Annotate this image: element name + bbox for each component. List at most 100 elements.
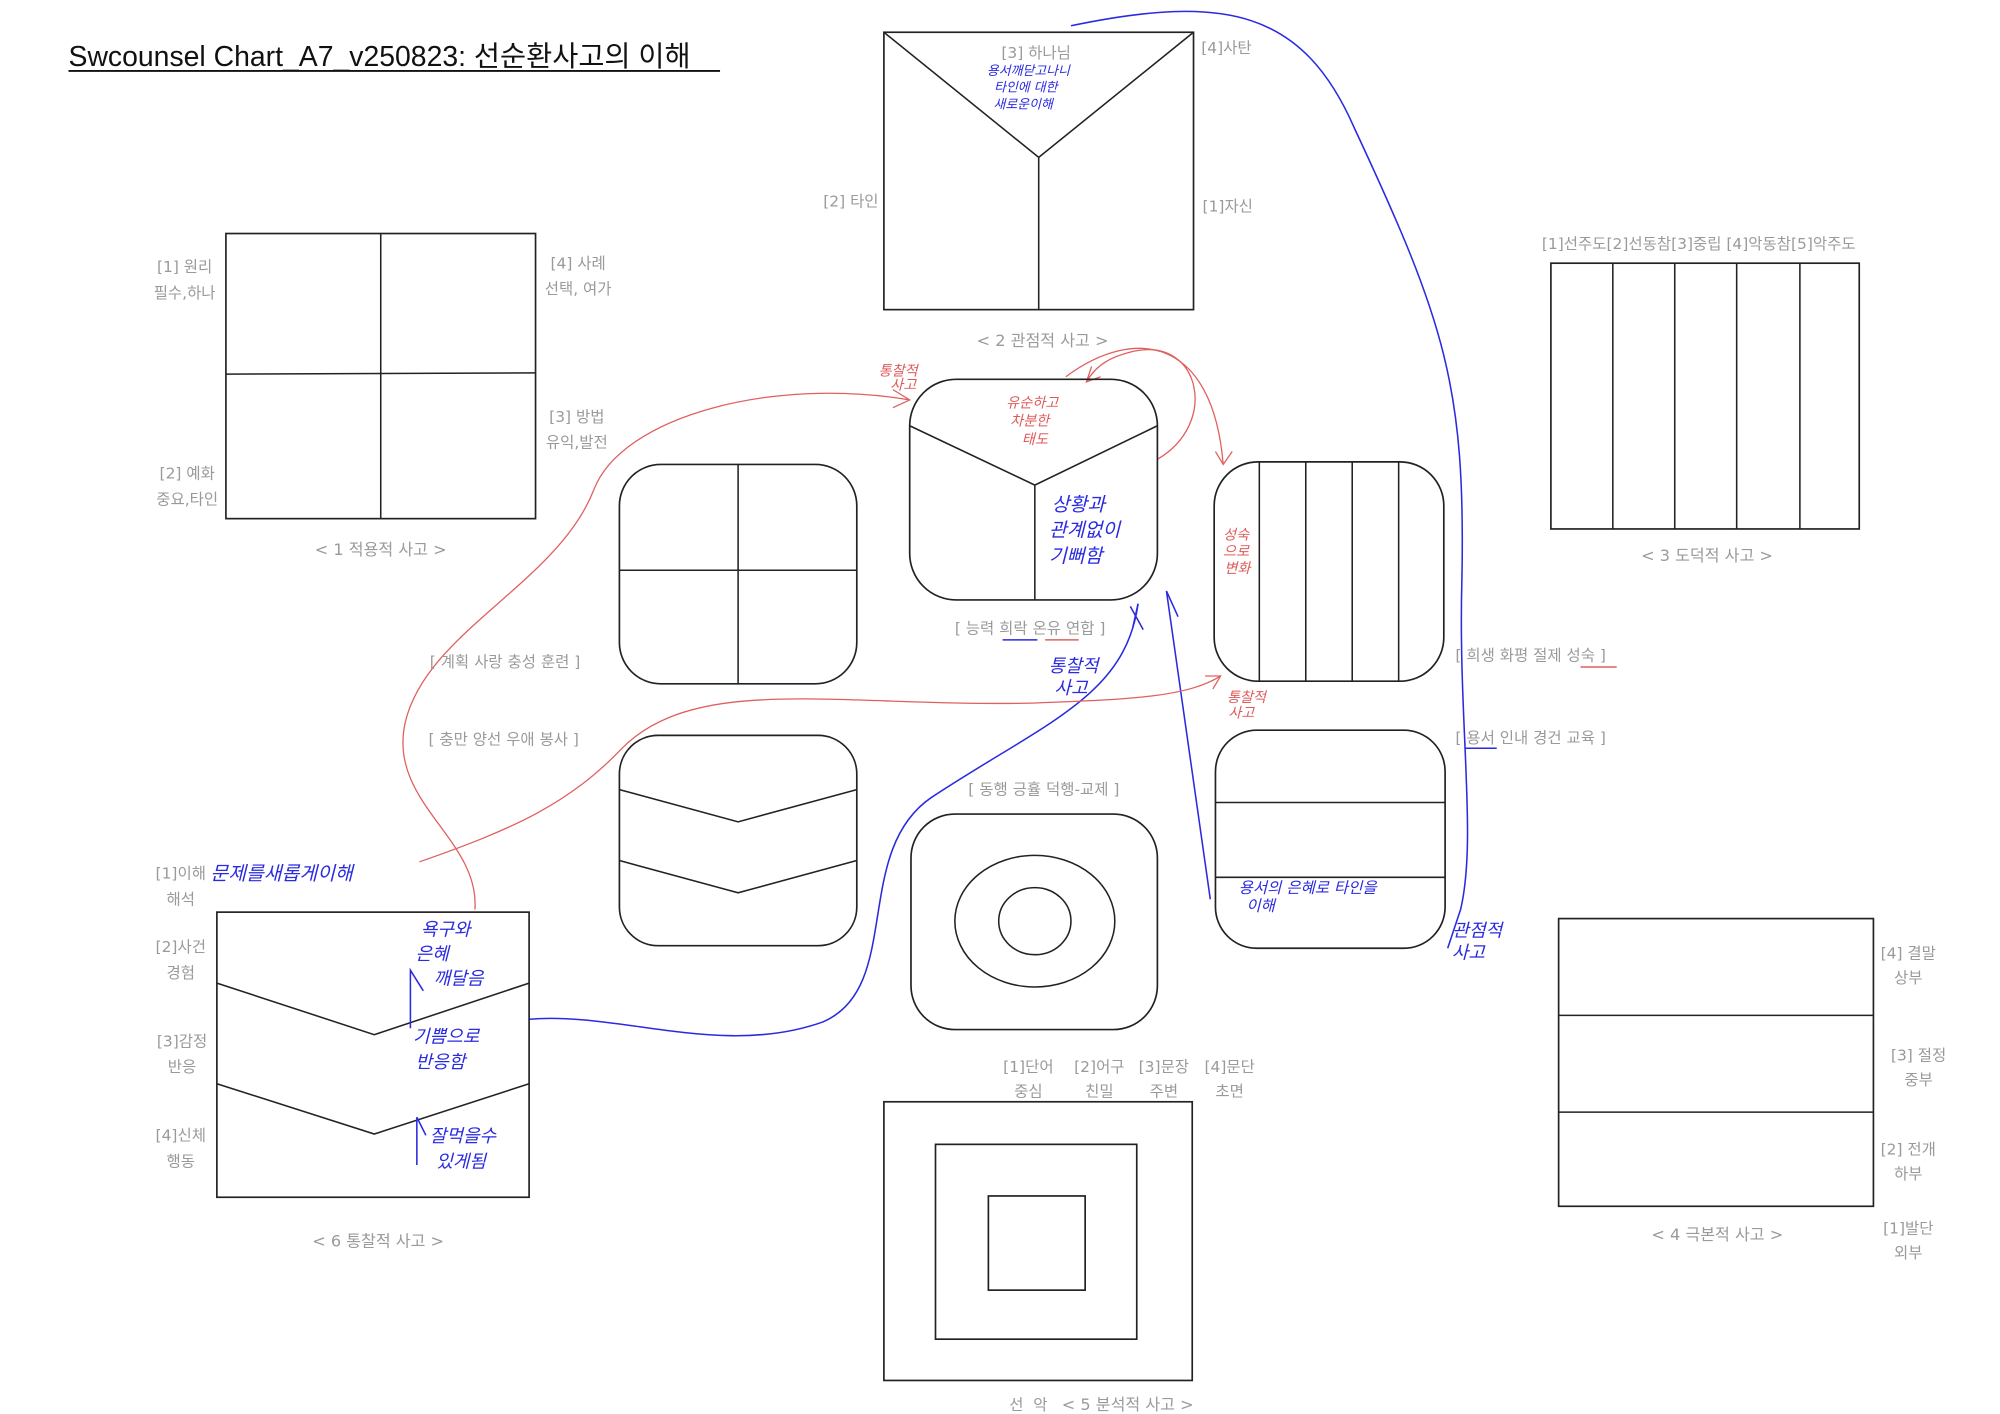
virtue-square-a: 유순하고 차분한 태도 상황과 관계없이 기뻐함 [ 능력 희락 온유 연합 ] (908, 378, 1159, 641)
chart-5-label: 초면 (1215, 1083, 1243, 1101)
chart-4-label: [4] 결말 (1881, 945, 1936, 963)
chart-6-label: [2]사건 (156, 938, 206, 956)
virtue-square-b: [ 계획 사랑 충성 훈련 ] (430, 463, 858, 685)
chart-5-label: 중심 (1014, 1083, 1042, 1101)
chart-2-label-god: [3] 하나님 (1001, 44, 1071, 62)
handwritten-note: 태도 (1022, 432, 1049, 448)
square-a-frame (908, 378, 1159, 601)
handwritten-note: 관점적 (1452, 921, 1504, 942)
chart-1-label: 선택, 여가 (545, 280, 612, 298)
handwritten-note: 잘먹을수 (430, 1126, 498, 1147)
handwritten-note: 용서의 은혜로 타인을 (1239, 879, 1379, 897)
chart-4-label: 중부 (1904, 1071, 1932, 1089)
virtue-square-d: 성숙 으로 변화 [ 희생 화평 절제 성숙 ] [ 용서 인내 경건 교육 ] (1213, 461, 1617, 750)
square-d-frame (1213, 461, 1445, 683)
handwritten-note: 기뻐함 (1049, 545, 1105, 568)
handwritten-note: 욕구와 (421, 919, 473, 940)
handwritten-note: 사고 (1452, 943, 1487, 964)
handwritten-note: 사고 (890, 378, 917, 394)
red-arrow-curve-left (402, 389, 912, 910)
chart-1-label: 필수,하나 (154, 284, 216, 302)
handwritten-note: 반응함 (416, 1052, 468, 1073)
blue-arrow-curve-insight (529, 603, 1139, 1037)
up-arrow (409, 967, 427, 1166)
virtue-label-a: [ 능력 희락 온유 연합 ] (955, 619, 1106, 637)
handwritten-note: 있게됨 (436, 1152, 488, 1173)
handwritten-note: 깨달음 (434, 968, 485, 989)
chart-6-caption: < 6 통찰적 사고 > (312, 1231, 444, 1250)
chart-4-label: [3] 절정 (1891, 1047, 1946, 1065)
chart-4-label: 상부 (1894, 969, 1922, 987)
square-f-frame (910, 813, 1159, 1031)
handwritten-note: 통찰적 (1227, 690, 1268, 706)
chart-5-label: [2]어구 (1074, 1058, 1124, 1076)
blue-arrowhead (1129, 603, 1144, 630)
page-title: Swcounsel Chart_A7_v250823: 선순환사고의 이해 (69, 41, 691, 73)
chart-4-label: [2] 전개 (1881, 1141, 1936, 1159)
virtue-label-e: [ 용서 인내 경건 교육 ] (1455, 729, 1606, 747)
chart-3-moral: [1]선주도[2]선동참[3]중립 [4]악동참[5]악주도 < 3 도덕적 사… (1542, 235, 1861, 565)
handwritten-note: 사고 (1054, 678, 1089, 699)
chart-2-caption: < 2 관점적 사고 > (977, 331, 1109, 350)
virtue-label-d: [ 희생 화평 절제 성숙 ] (1455, 647, 1606, 665)
chart-2-perspective: [3] 하나님 [4]사탄 [2] 타인 [1]자신 용서깨닫고나니 타인에 대… (823, 31, 1253, 350)
chart-3-caption: < 3 도덕적 사고 > (1641, 546, 1773, 565)
chart-3-header: [1]선주도[2]선동참[3]중립 [4]악동참[5]악주도 (1542, 235, 1856, 253)
handwritten-note: 상황과 (1052, 493, 1108, 516)
chart-6-label: 행동 (167, 1152, 195, 1170)
chart-6-label: [1]이해 (156, 865, 206, 883)
chart-5-label: 주변 (1150, 1083, 1178, 1101)
virtue-square-c: [ 충만 양선 우애 봉사 ] (428, 730, 858, 947)
red-arrow-loop (1085, 348, 1196, 460)
virtue-label-b: [ 계획 사랑 충성 훈련 ] (430, 653, 581, 671)
chart-1-label: 중요,타인 (156, 490, 218, 508)
handwritten-note: 사고 (1228, 705, 1255, 721)
chart-5-frame (883, 1100, 1194, 1382)
handwritten-note: 통찰적 (1049, 656, 1101, 677)
chart-5-label: [4]문단 (1204, 1058, 1254, 1076)
handwritten-note: 성숙 (1223, 527, 1250, 543)
chart-6-label: [3]감정 (157, 1032, 207, 1050)
chart-1-label: [4] 사례 (550, 254, 605, 272)
chart-6-label: 경험 (167, 964, 195, 982)
chart-3-frame (1550, 262, 1861, 530)
chart-4-label: [1]발단 (1883, 1219, 1933, 1237)
connector-curves (402, 10, 1469, 1037)
chart-5-label: 친밀 (1085, 1083, 1113, 1101)
handwritten-note: 으로 (1223, 544, 1250, 560)
chart-4-caption: < 4 극본적 사고 > (1651, 1225, 1783, 1244)
chart-5-analytic: [1]단어 중심 [2]어구 친밀 [3]문장 주변 [4]문단 초면 선 악 … (883, 1058, 1255, 1414)
chart-6-frame (216, 911, 530, 1199)
handwritten-note: 유순하고 (1006, 396, 1059, 412)
handwritten-note: 은혜 (416, 944, 452, 965)
red-arrow-curve-top-right (1065, 347, 1233, 466)
red-arrow-curve-bottom (419, 675, 1222, 863)
chart-4-label: 외부 (1894, 1244, 1922, 1262)
virtue-label-f: [ 동행 긍휼 덕행-교제 ] (968, 781, 1119, 799)
handwritten-note: 차분한 (1010, 414, 1051, 430)
chart-5-label: [3]문장 (1139, 1058, 1189, 1076)
chart-6-label: [4]신체 (156, 1126, 206, 1144)
chart-1-label: [1] 원리 (157, 258, 212, 276)
handwritten-note: 새로운이해 (994, 97, 1055, 112)
chart-1-label: [2] 예화 (160, 465, 215, 483)
handwritten-note: 타인에 대한 (994, 81, 1060, 96)
chart-1-caption: < 1 적용적 사고 > (315, 540, 447, 559)
handwritten-note: 기쁨으로 (413, 1026, 481, 1047)
handwritten-note: 이해 (1246, 897, 1276, 915)
chart-5-label: [1]단어 (1003, 1058, 1053, 1076)
chart-2-label-satan: [4]사탄 (1201, 39, 1251, 57)
handwritten-note: 관계없이 (1049, 519, 1122, 542)
handwritten-note: 문제를새롭게이해 (210, 862, 355, 885)
chart-4-dramatic: [4] 결말 상부 [3] 절정 중부 [2] 전개 하부 [1]발단 외부 <… (1557, 917, 1946, 1262)
handwritten-note: 용서깨닫고나니 (987, 64, 1071, 79)
virtue-label-c: [ 충만 양선 우애 봉사 ] (428, 730, 579, 748)
virtue-square-f: [ 동행 긍휼 덕행-교제 ] (910, 781, 1159, 1031)
square-e-frame (1214, 729, 1446, 950)
chart-5-caption: < 5 분석적 사고 > (1062, 1395, 1194, 1414)
chart-2-label-self: [1]자신 (1203, 198, 1253, 216)
chart-6-label: 해석 (167, 890, 195, 908)
chart-1-label: 유익,발전 (546, 434, 608, 452)
virtue-square-e: 용서의 은혜로 타인을 이해 (1214, 729, 1446, 950)
